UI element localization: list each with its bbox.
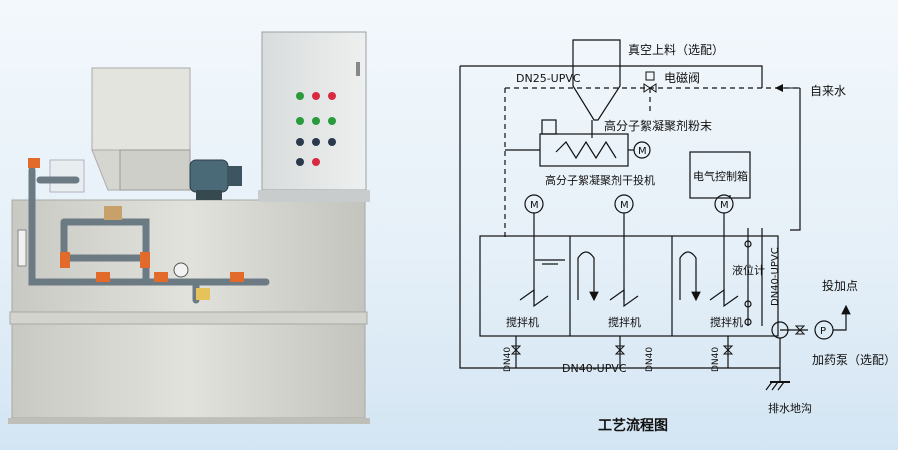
- label-dosing-pump: 加药泵（选配）: [812, 353, 896, 367]
- label-valve-dn40-3: DN40: [711, 347, 721, 372]
- label-polymer-powder: 高分子絮凝聚剂粉末: [604, 118, 712, 133]
- label-mixer-1: 搅拌机: [506, 315, 539, 329]
- label-mixer-2: 搅拌机: [608, 315, 641, 329]
- control-cabinet: [258, 31, 370, 202]
- label-dosing-point: 投加点: [822, 278, 858, 293]
- equipment-photo: [8, 31, 370, 424]
- label-level-meter: 液位计: [732, 263, 765, 277]
- motor-letter-3: M: [720, 200, 729, 211]
- feeder-motor: [189, 159, 242, 200]
- label-drain: 排水地沟: [768, 401, 812, 415]
- process-flow-diagram: 真空上料（选配） DN25-UPVC 电磁阀 自来水 高分子絮凝聚剂粉末 高分子…: [459, 39, 896, 434]
- solution-tank: [479, 235, 779, 337]
- label-valve-dn40-2: DN40: [645, 347, 655, 372]
- control-box: [689, 151, 751, 199]
- motor-letter-feeder: M: [638, 146, 647, 157]
- feeder-motor-symbol: [633, 141, 651, 159]
- diagram-title: 工艺流程图: [598, 417, 668, 434]
- label-pipe-dn40-bottom: DN40-UPVC: [562, 362, 627, 375]
- motor-letter-1: M: [530, 200, 539, 211]
- tank-body: [8, 199, 370, 424]
- label-pipe-dn40-vertical: DN40-UPVC: [770, 247, 781, 306]
- label-tap-water: 自来水: [810, 84, 846, 98]
- label-dry-feeder: 高分子絮凝聚剂干投机: [545, 173, 655, 187]
- powder-hopper: [91, 67, 191, 191]
- vacuum-hopper: [572, 39, 621, 121]
- motor-letter-2: M: [620, 200, 629, 211]
- label-mixer-3: 搅拌机: [710, 315, 743, 329]
- label-control-box: 电气控制箱: [693, 169, 748, 183]
- dry-feeder-box: [539, 133, 629, 167]
- label-valve-dn40-1: DN40: [503, 347, 513, 372]
- pump-letter: P: [820, 326, 826, 337]
- label-solenoid-valve: 电磁阀: [664, 70, 700, 85]
- label-vacuum-feed: 真空上料（选配）: [628, 43, 724, 57]
- return-line: [459, 66, 780, 369]
- valves: [17, 158, 244, 300]
- label-pipe-dn25: DN25-UPVC: [516, 72, 581, 85]
- top-line: [460, 65, 763, 88]
